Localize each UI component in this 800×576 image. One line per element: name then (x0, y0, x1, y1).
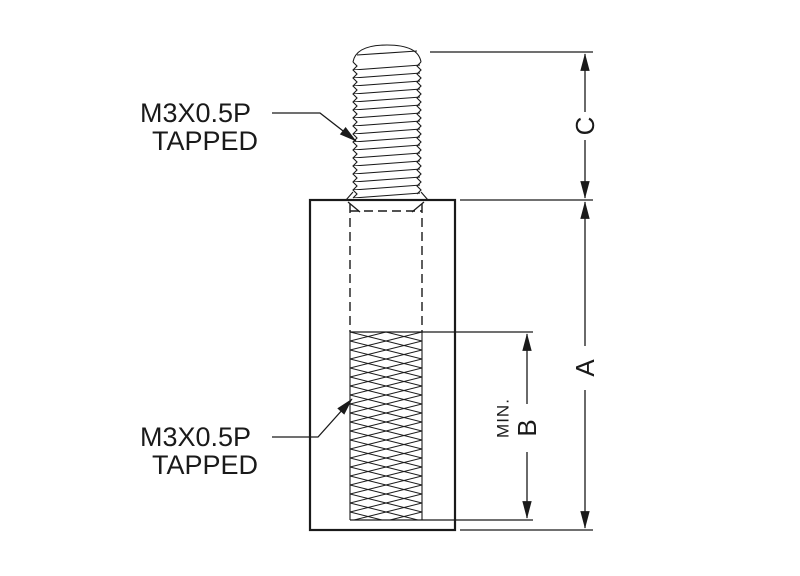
male-thread-stud (345, 44, 429, 201)
callout-bottom-line2: TAPPED (152, 450, 258, 480)
callout-bottom: M3X0.5P TAPPED (140, 398, 353, 480)
dimension-a: A (460, 201, 600, 531)
hole-chamfer-right (411, 201, 425, 213)
hole-chamfer-left (347, 201, 361, 213)
dimension-c: C (430, 51, 600, 201)
stud-edge-left (352, 61, 358, 199)
stud-runout-left (345, 191, 354, 201)
callout-top-line2: TAPPED (152, 126, 258, 156)
leader-line-bottom (272, 398, 353, 438)
tapped-hole-hidden-lines (347, 201, 425, 332)
callout-top: M3X0.5P TAPPED (140, 98, 357, 156)
stud-edge-right (416, 61, 422, 195)
leader-line-top (272, 112, 357, 142)
stud-dome-top (352, 44, 422, 63)
dim-label-b: B (512, 419, 542, 436)
dimension-b: B MIN. (494, 333, 542, 519)
stud-thread-hatch (354, 62, 420, 200)
callout-top-line1: M3X0.5P (140, 98, 251, 128)
stud-dome-thread-1 (356, 50, 418, 56)
stud-runout-right (420, 191, 429, 201)
internal-thread-section (349, 331, 533, 521)
callout-bottom-line1: M3X0.5P (140, 422, 251, 452)
dim-label-a: A (570, 359, 600, 377)
dim-label-min: MIN. (494, 398, 513, 438)
dim-label-c: C (570, 117, 600, 136)
internal-thread-hatch (350, 332, 422, 520)
